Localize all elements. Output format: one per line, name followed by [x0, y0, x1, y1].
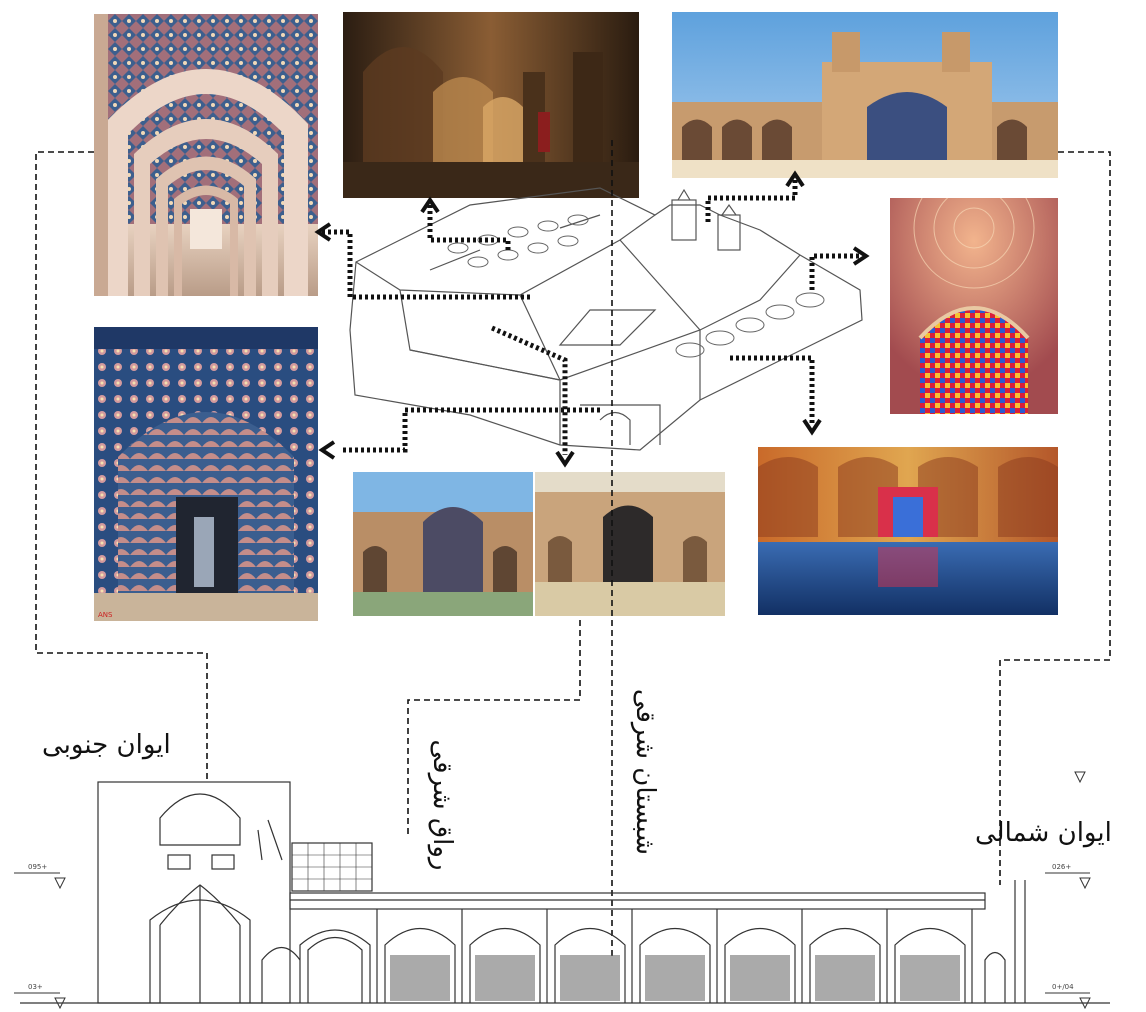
- label-north-iwan: ایوان شمالی: [975, 818, 1112, 848]
- dotted-arrows: [322, 178, 860, 455]
- photo-tiled-portal: ANS: [94, 327, 318, 621]
- level-left-upper: 095+: [28, 863, 47, 871]
- dome-circles: [447, 214, 825, 358]
- isometric-building: [349, 187, 863, 451]
- level-left-lower: 03+: [28, 983, 43, 991]
- elevation-arches: [384, 927, 966, 1003]
- elevation-columns: [376, 909, 973, 1003]
- photo-colorful-hall: [758, 447, 1058, 615]
- photo-arched-corridor: [94, 14, 318, 296]
- level-right-lower: 0+/04: [1052, 983, 1074, 991]
- watermark: ANS: [98, 611, 113, 619]
- elevation-window-grilles: [390, 955, 960, 1001]
- label-east-portico: رواق شرقی: [427, 739, 457, 871]
- level-right-upper: 026+: [1052, 863, 1071, 871]
- photo-prayer-hall-dark: [343, 12, 639, 198]
- photo-courtyard-pair: [353, 472, 725, 616]
- photo-stained-glass-dome: [890, 198, 1058, 414]
- elevation-drawing: [20, 781, 1110, 1004]
- level-markers: [14, 771, 1091, 1010]
- photo-courtyard-facade: [672, 12, 1058, 178]
- arrow-heads: [314, 170, 870, 468]
- label-south-iwan: ایوان جنوبی: [42, 730, 171, 760]
- label-east-prayer-hall: شبستان شرقی: [630, 688, 660, 855]
